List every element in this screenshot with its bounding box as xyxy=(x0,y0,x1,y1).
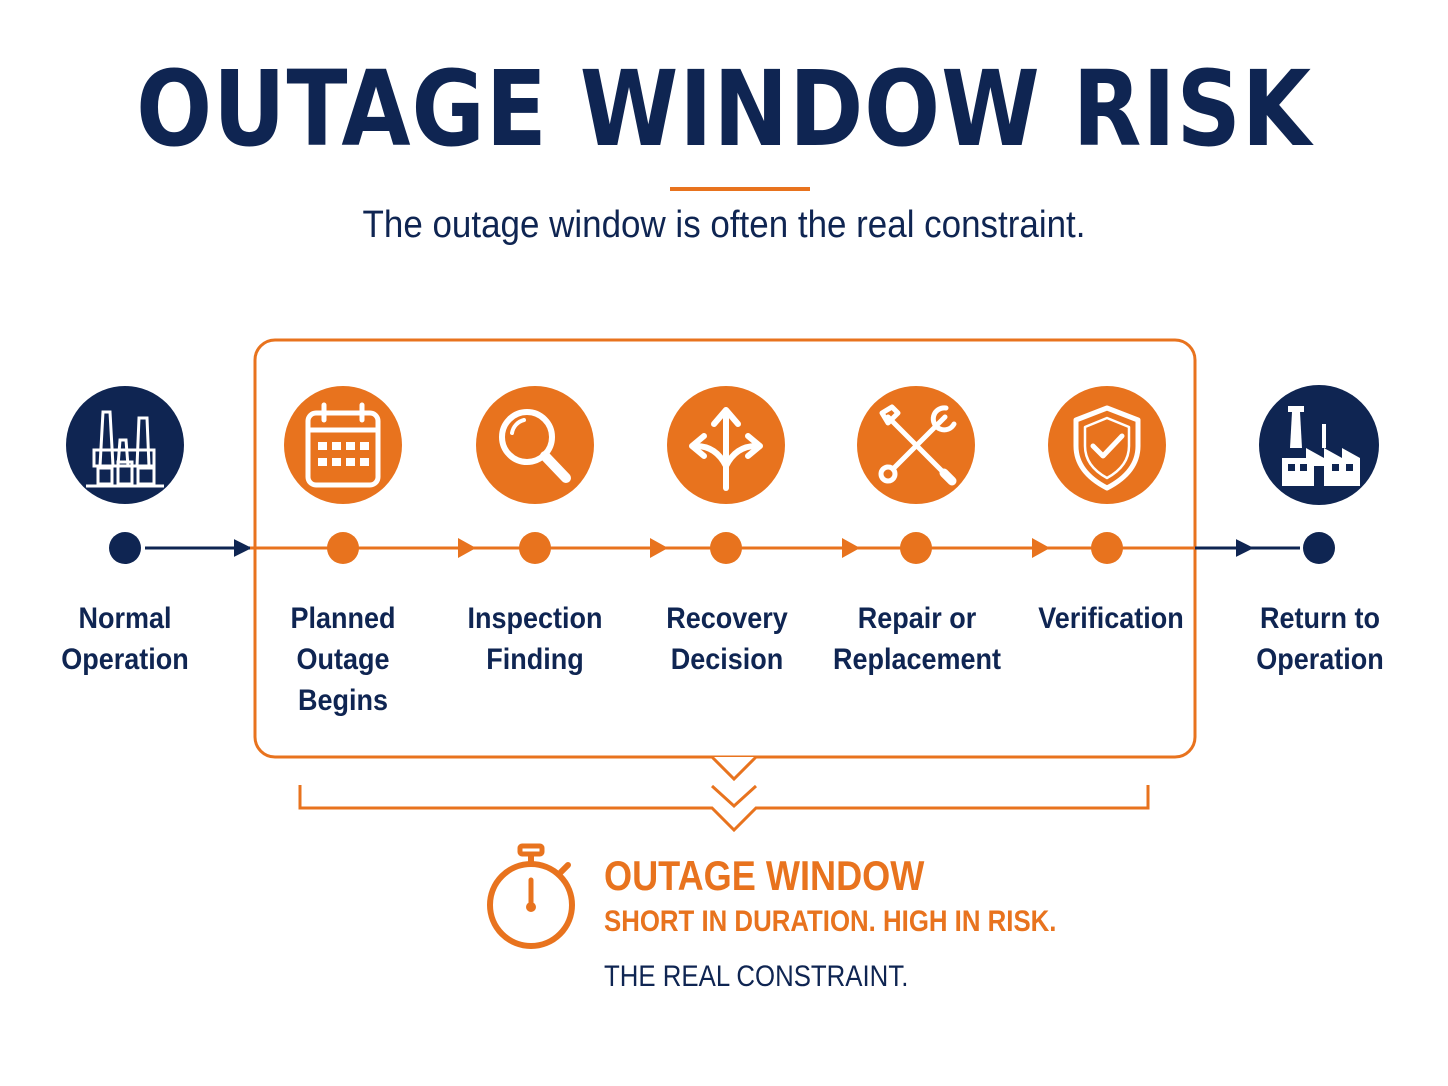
step-label-recovery: Recovery Decision xyxy=(666,602,788,676)
page-subtitle: The outage window is often the real cons… xyxy=(362,204,1086,246)
outage-window-note: THE REAL CONSTRAINT. xyxy=(604,960,909,993)
chevron-down-icon xyxy=(710,784,758,809)
step-label-verification: Verification xyxy=(1038,602,1184,635)
stopwatch-icon xyxy=(487,843,575,949)
timeline-dot-verification xyxy=(1091,532,1123,564)
timeline-dot-recovery xyxy=(710,532,742,564)
timeline-arrowheads xyxy=(458,538,1050,558)
shield-check-icon xyxy=(1048,386,1166,504)
timeline-dot-repair xyxy=(900,532,932,564)
title-underline xyxy=(670,187,810,191)
page-title: OUTAGE WINDOW RISK xyxy=(136,48,1312,170)
branching-arrows-icon xyxy=(667,386,785,504)
calendar-icon xyxy=(284,386,402,504)
timeline-dot-planned-outage xyxy=(327,532,359,564)
step-label-return: Return to Operation xyxy=(1256,602,1384,676)
outage-window-title: OUTAGE WINDOW xyxy=(604,852,925,899)
step-label-planned-outage: Planned Outage Begins xyxy=(290,602,396,717)
outage-window-bracket xyxy=(298,785,1150,833)
step-label-normal-operation: Normal Operation xyxy=(61,602,189,676)
timeline-dot-normal-operation xyxy=(109,532,141,564)
outage-window-subtitle: SHORT IN DURATION. HIGH IN RISK. xyxy=(604,905,1057,938)
step-label-repair: Repair or Replacement xyxy=(832,602,1002,676)
timeline-dot-inspection xyxy=(519,532,551,564)
frame-notch xyxy=(710,755,758,782)
factory-icon xyxy=(1259,385,1379,505)
magnifier-icon xyxy=(476,386,594,504)
industrial-plant-icon xyxy=(66,386,184,504)
wrench-screwdriver-icon xyxy=(857,386,975,504)
timeline-dot-return xyxy=(1303,532,1335,564)
step-label-inspection: Inspection Finding xyxy=(467,602,603,676)
